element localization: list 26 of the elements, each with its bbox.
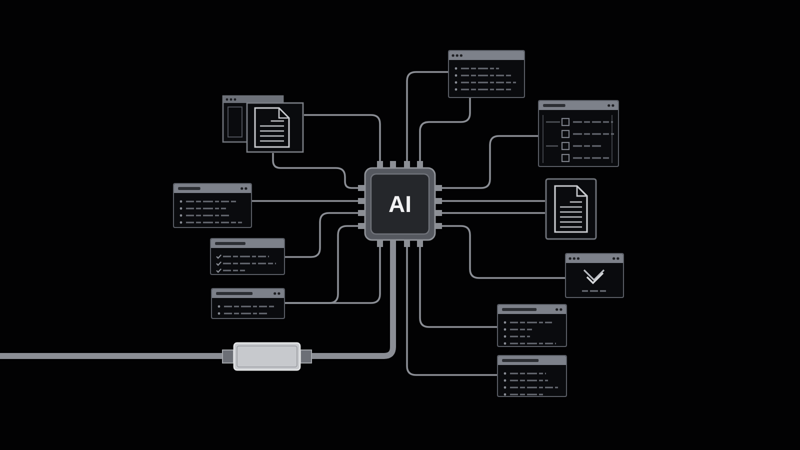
document-window-drawing [222,95,304,153]
chip-label: AI [388,192,412,216]
connector-line [442,212,545,214]
connector-line [406,247,497,376]
connector-line [285,247,381,304]
cable [0,353,222,359]
connector-line [419,247,497,328]
app-window [448,50,525,98]
cable-plug [222,342,312,371]
connector-line [285,212,358,258]
cable [312,247,396,359]
connector-line [442,200,545,202]
app-window [497,304,567,347]
app-window [497,355,567,397]
app-window [538,100,619,167]
app-window [210,238,285,275]
document-drawing [545,178,597,240]
connector-line [419,98,471,161]
connector-line [252,200,358,202]
connector-line [406,71,448,161]
connector-line [442,225,565,279]
app-window [565,253,624,298]
app-window [211,288,285,319]
connector-line [442,135,538,189]
app-window [173,183,252,228]
connector-line [304,114,381,161]
